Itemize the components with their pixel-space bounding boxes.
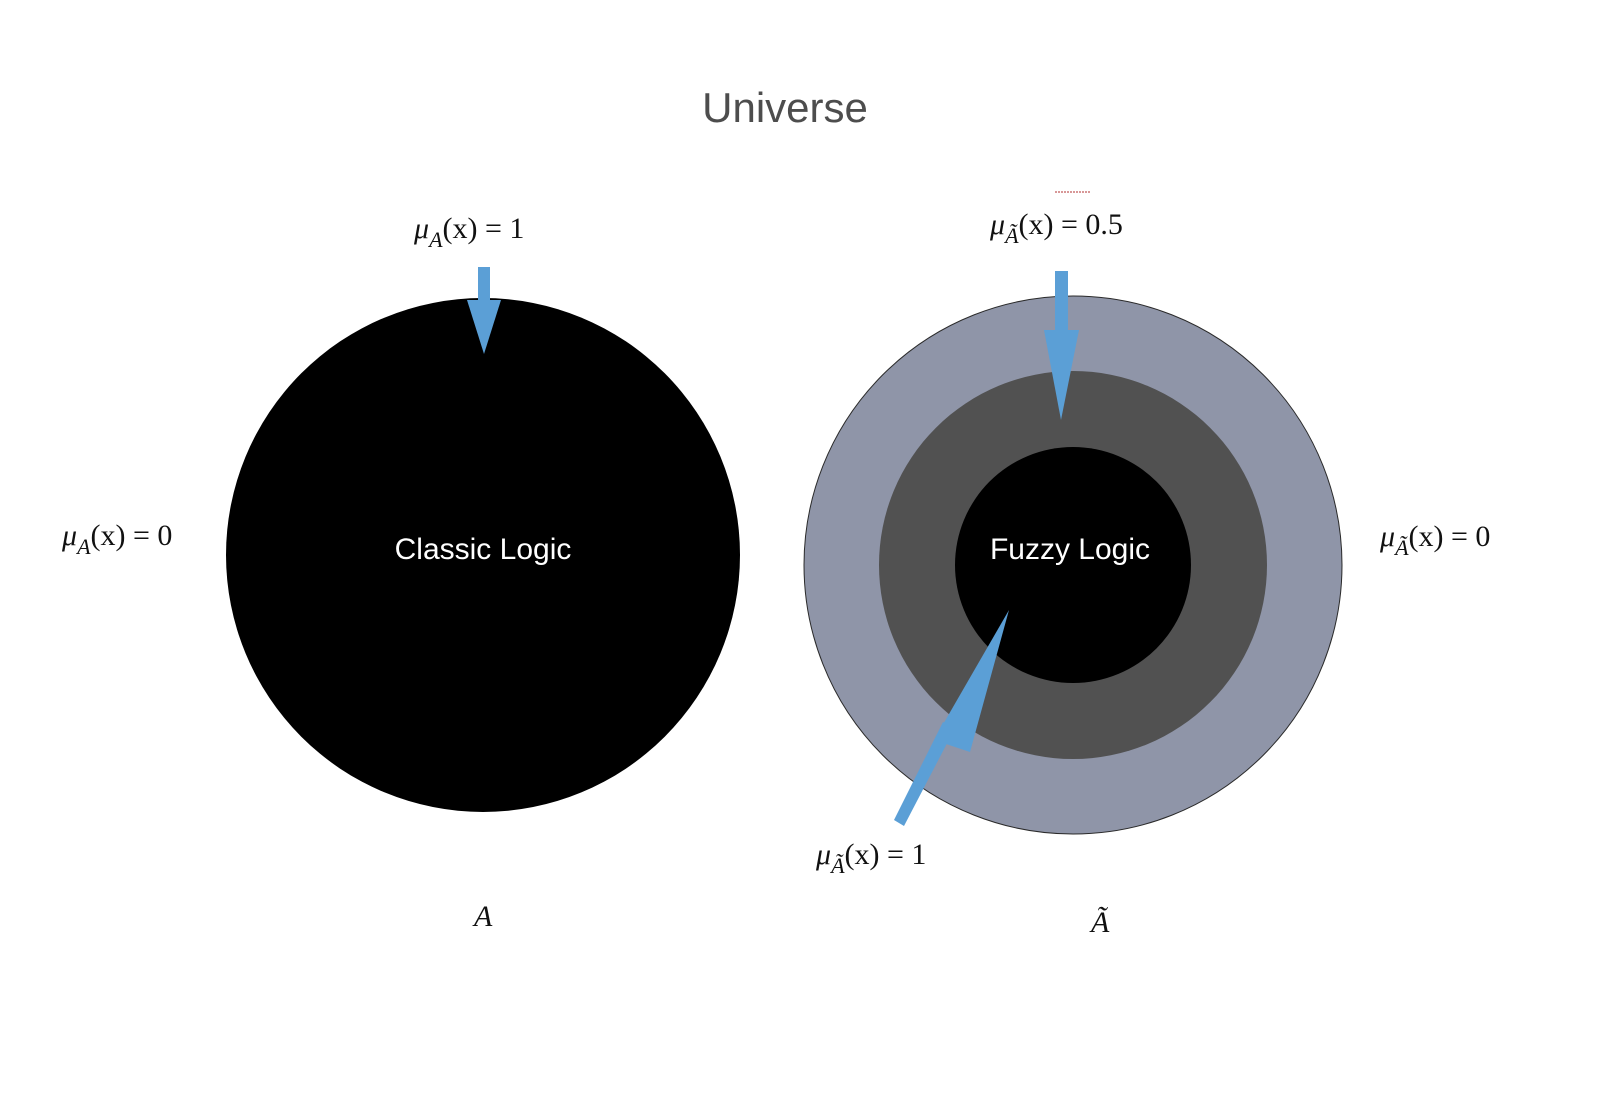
fuzzy-logic-label: Fuzzy Logic [989, 533, 1151, 566]
universe-title: Universe [702, 84, 868, 131]
membership-expression: (x) = 0 [1408, 520, 1491, 553]
membership-subscript: A [429, 227, 443, 252]
fuzzy-set-name: Ã [1091, 906, 1110, 939]
membership-expression: (x) = 1 [844, 838, 927, 871]
fuzzy-bottom-arrow [894, 610, 1009, 826]
mu-symbol: μ [1380, 520, 1396, 553]
classic-logic-label: Classic Logic [394, 533, 572, 566]
mu-symbol: μ [990, 208, 1006, 241]
mu-symbol: μ [62, 519, 78, 552]
fuzzy-top-arrow [1044, 271, 1079, 420]
classic-set-name: A [474, 900, 493, 933]
membership-subscript: Ã [831, 853, 845, 878]
mu-symbol: μ [414, 212, 430, 245]
membership-expression: (x) = 0 [90, 519, 173, 552]
membership-subscript: A [77, 534, 91, 559]
mu-symbol: μ [816, 838, 832, 871]
fuzzy-inner-core [955, 447, 1191, 683]
fuzzy-membership-outside: μÃ(x) = 0 [1380, 520, 1491, 560]
classic-membership-top: μA(x) = 1 [414, 212, 525, 252]
membership-expression: (x) = 0.5 [1018, 208, 1123, 241]
classic-set-circle [226, 298, 740, 812]
classic-top-arrow [467, 267, 501, 354]
fuzzy-membership-top: μÃ(x) = 0.5 [990, 208, 1123, 248]
membership-subscript: Ã [1395, 535, 1409, 560]
membership-expression: (x) = 1 [442, 212, 525, 245]
membership-subscript: Ã [1005, 223, 1019, 248]
classic-membership-outside: μA(x) = 0 [62, 519, 173, 559]
fuzzy-membership-bottom: μÃ(x) = 1 [816, 838, 927, 878]
